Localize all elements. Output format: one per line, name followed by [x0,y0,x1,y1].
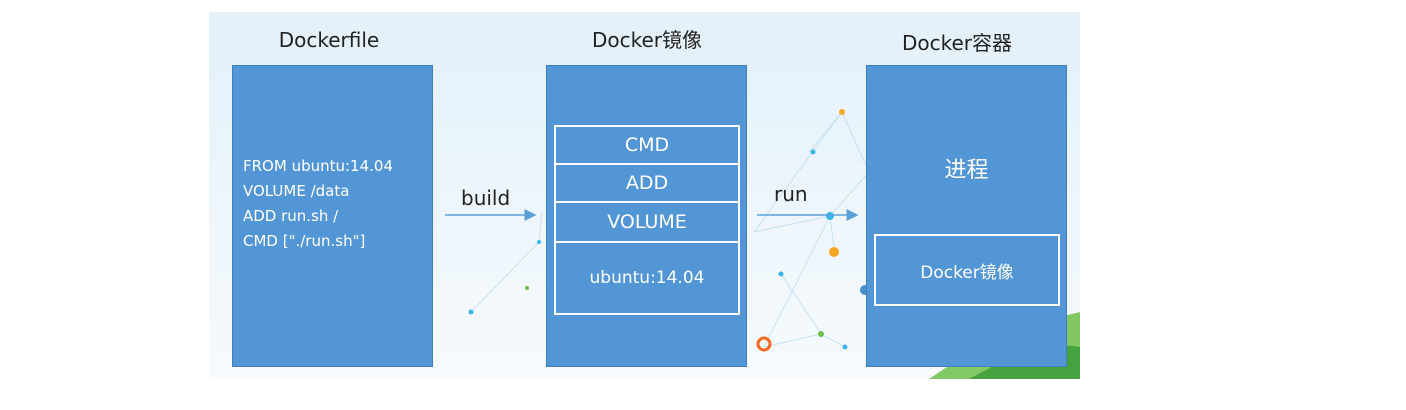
docker-image-title: Docker镜像 [591,28,703,52]
node-dot [839,109,845,115]
docker-container-title: Docker容器 [901,31,1013,55]
node-dot [537,240,541,244]
node-ring [756,336,772,352]
layer-volume: VOLUME [554,203,740,243]
docker-container-box: 进程 Docker镜像 [866,65,1067,367]
node-dot [842,344,848,350]
node-dot [468,309,474,315]
diagram-canvas: Dockerfile Docker镜像 Docker容器 FROM ubuntu… [209,12,1080,379]
flow-arrows [445,209,859,221]
layer-cmd: CMD [554,125,740,165]
node-dot [810,149,816,155]
build-label: build [461,186,511,210]
node-dot [525,286,529,290]
code-line: FROM ubuntu:14.04 [243,157,393,175]
node-dot [818,331,824,337]
container-image-box: Docker镜像 [874,234,1060,306]
node-dot [829,247,839,257]
process-label: 进程 [944,158,989,183]
layer-add: ADD [554,165,740,203]
docker-image-box: CMD ADD VOLUME ubuntu:14.04 [546,65,747,367]
layer-ubuntu: ubuntu:14.04 [554,243,740,315]
code-line: VOLUME /data [243,182,350,200]
code-line: CMD ["./run.sh"] [243,232,366,250]
node-dot [778,271,784,277]
node-dot [826,212,834,220]
dockerfile-title: Dockerfile [278,28,380,52]
run-label: run [774,182,808,206]
code-line: ADD run.sh / [243,207,339,225]
